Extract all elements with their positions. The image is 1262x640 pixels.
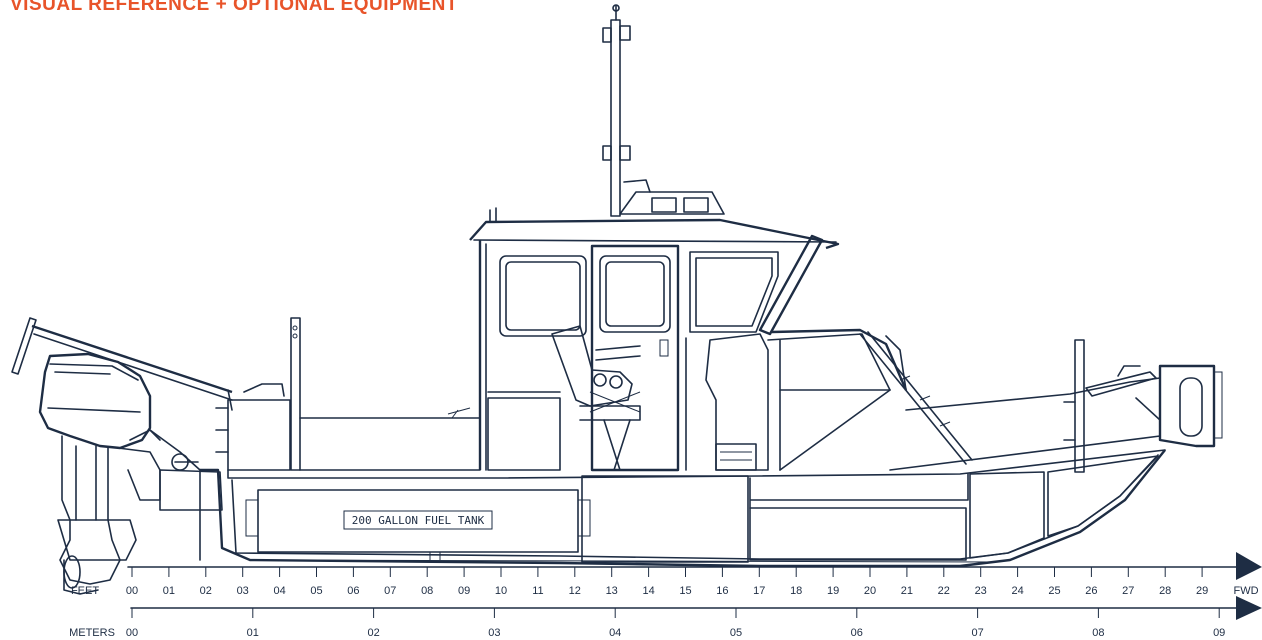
feet-scale-tick-label: 23 xyxy=(975,585,987,597)
meters-unit-label: METERS xyxy=(69,627,115,639)
mast xyxy=(602,4,651,217)
meters-arrow-icon xyxy=(1236,596,1262,620)
fwd-label: FWD xyxy=(1233,585,1258,597)
stern-davit xyxy=(11,317,301,561)
feet-scale-tick-label: 02 xyxy=(200,585,212,597)
meters-scale-tick-label: 01 xyxy=(247,627,259,639)
feet-scale-tick-label: 01 xyxy=(163,585,175,597)
meters-scale-tick-label: 08 xyxy=(1092,627,1104,639)
meters-scale-tick-label: 00 xyxy=(126,627,138,639)
feet-scale-tick-label: 22 xyxy=(938,585,950,597)
feet-scale-tick-label: 24 xyxy=(1011,585,1023,597)
feet-scale-tick-label: 14 xyxy=(642,585,654,597)
fwd-arrow-icon xyxy=(1236,552,1262,580)
bow-fittings xyxy=(889,339,1223,473)
feet-scale-tick-label: 06 xyxy=(347,585,359,597)
feet-scale-tick-label: 25 xyxy=(1048,585,1060,597)
meters-scale-tick-label: 06 xyxy=(851,627,863,639)
feet-scale-tick-label: 08 xyxy=(421,585,433,597)
feet-scale-tick-label: 26 xyxy=(1085,585,1097,597)
hull-compartments xyxy=(581,455,1159,563)
feet-scale-tick-label: 03 xyxy=(237,585,249,597)
meters-scale-tick-label: 07 xyxy=(971,627,983,639)
feet-scale-tick-label: 12 xyxy=(569,585,581,597)
feet-scale-tick-label: 00 xyxy=(126,585,138,597)
feet-scale-tick-label: 21 xyxy=(901,585,913,597)
feet-unit-label: FEET xyxy=(71,585,99,597)
meters-scale-tick-label: 09 xyxy=(1213,627,1225,639)
feet-scale-tick-label: 13 xyxy=(606,585,618,597)
feet-scale: FEET FWD 00 01 02 03 04 05 06 07 08 09 10 11 12 13 14 1… xyxy=(71,552,1262,597)
fuel-tank: 200 GALLON FUEL TANK xyxy=(245,489,591,560)
outboard-motor xyxy=(38,352,161,595)
feet-scale-tick-label: 04 xyxy=(273,585,285,597)
feet-scale-tick-label: 15 xyxy=(679,585,691,597)
feet-scale-tick-label: 28 xyxy=(1159,585,1171,597)
fuel-tank-label: 200 GALLON FUEL TANK xyxy=(352,514,485,527)
page-title: VISUAL REFERENCE + OPTIONAL EQUIPMENT xyxy=(10,0,458,15)
feet-scale-tick-label: 05 xyxy=(310,585,322,597)
feet-scale-tick-label: 09 xyxy=(458,585,470,597)
meters-scale-tick-label: 02 xyxy=(367,627,379,639)
feet-scale-tick-label: 20 xyxy=(864,585,876,597)
meters-scale-tick-label: 05 xyxy=(730,627,742,639)
feet-scale-tick-label: 18 xyxy=(790,585,802,597)
feet-scale-tick-label: 29 xyxy=(1196,585,1208,597)
feet-scale-tick-label: 17 xyxy=(753,585,765,597)
feet-scale-tick-label: 19 xyxy=(827,585,839,597)
feet-scale-tick-label: 16 xyxy=(716,585,728,597)
feet-scale-tick-label: 11 xyxy=(532,585,543,597)
feet-scale-tick-label: 10 xyxy=(495,585,507,597)
meters-scale: METERS 00 01 02 03 04 05 06 07 08 09 xyxy=(69,596,1262,639)
feet-scale-tick-label: 07 xyxy=(384,585,396,597)
meters-scale-tick-label: 03 xyxy=(488,627,500,639)
meters-scale-tick-label: 04 xyxy=(609,627,621,639)
cabin xyxy=(299,191,973,472)
feet-scale-tick-label: 27 xyxy=(1122,585,1134,597)
